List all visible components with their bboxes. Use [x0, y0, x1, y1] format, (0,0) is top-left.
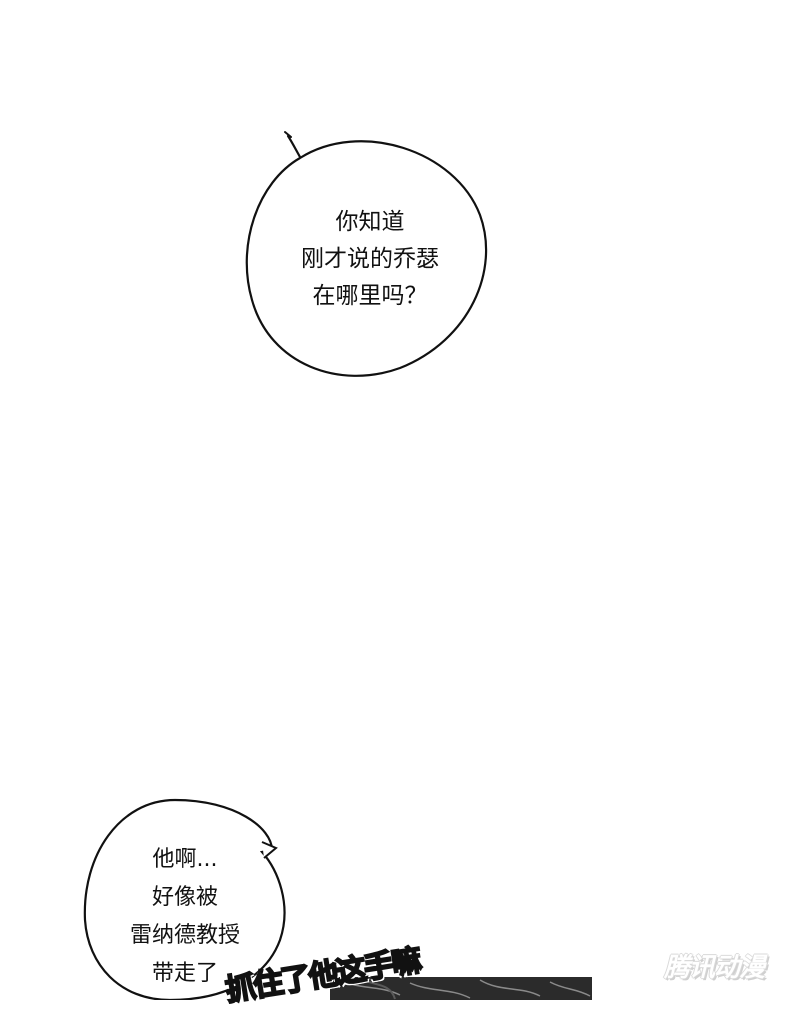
- bubble-top-line-2: 刚才说的乔瑟: [301, 246, 439, 272]
- bubble-bottom-line-3: 雷纳德教授: [129, 923, 240, 948]
- speech-bubble-bottom: [83, 798, 286, 1000]
- comic-panel-bottom: [330, 977, 592, 1000]
- watermark-logo: 腾讯动漫: [663, 952, 765, 983]
- speech-bubble-top: [245, 131, 488, 377]
- speech-bubble-bottom-text: 他啊... 好像被 雷纳德教授 带走了: [105, 841, 265, 993]
- bubble-bottom-line-1: 他啊...: [152, 847, 218, 872]
- bubble-top-line-3: 在哪里吗？: [312, 283, 428, 309]
- bubble-bottom-line-4: 带走了: [151, 961, 218, 986]
- bubble-bottom-line-2: 好像被: [151, 885, 218, 910]
- bubble-top-line-1: 你知道: [335, 209, 405, 235]
- speech-bubble-top-text: 你知道 刚才说的乔瑟 在哪里吗？: [265, 204, 475, 315]
